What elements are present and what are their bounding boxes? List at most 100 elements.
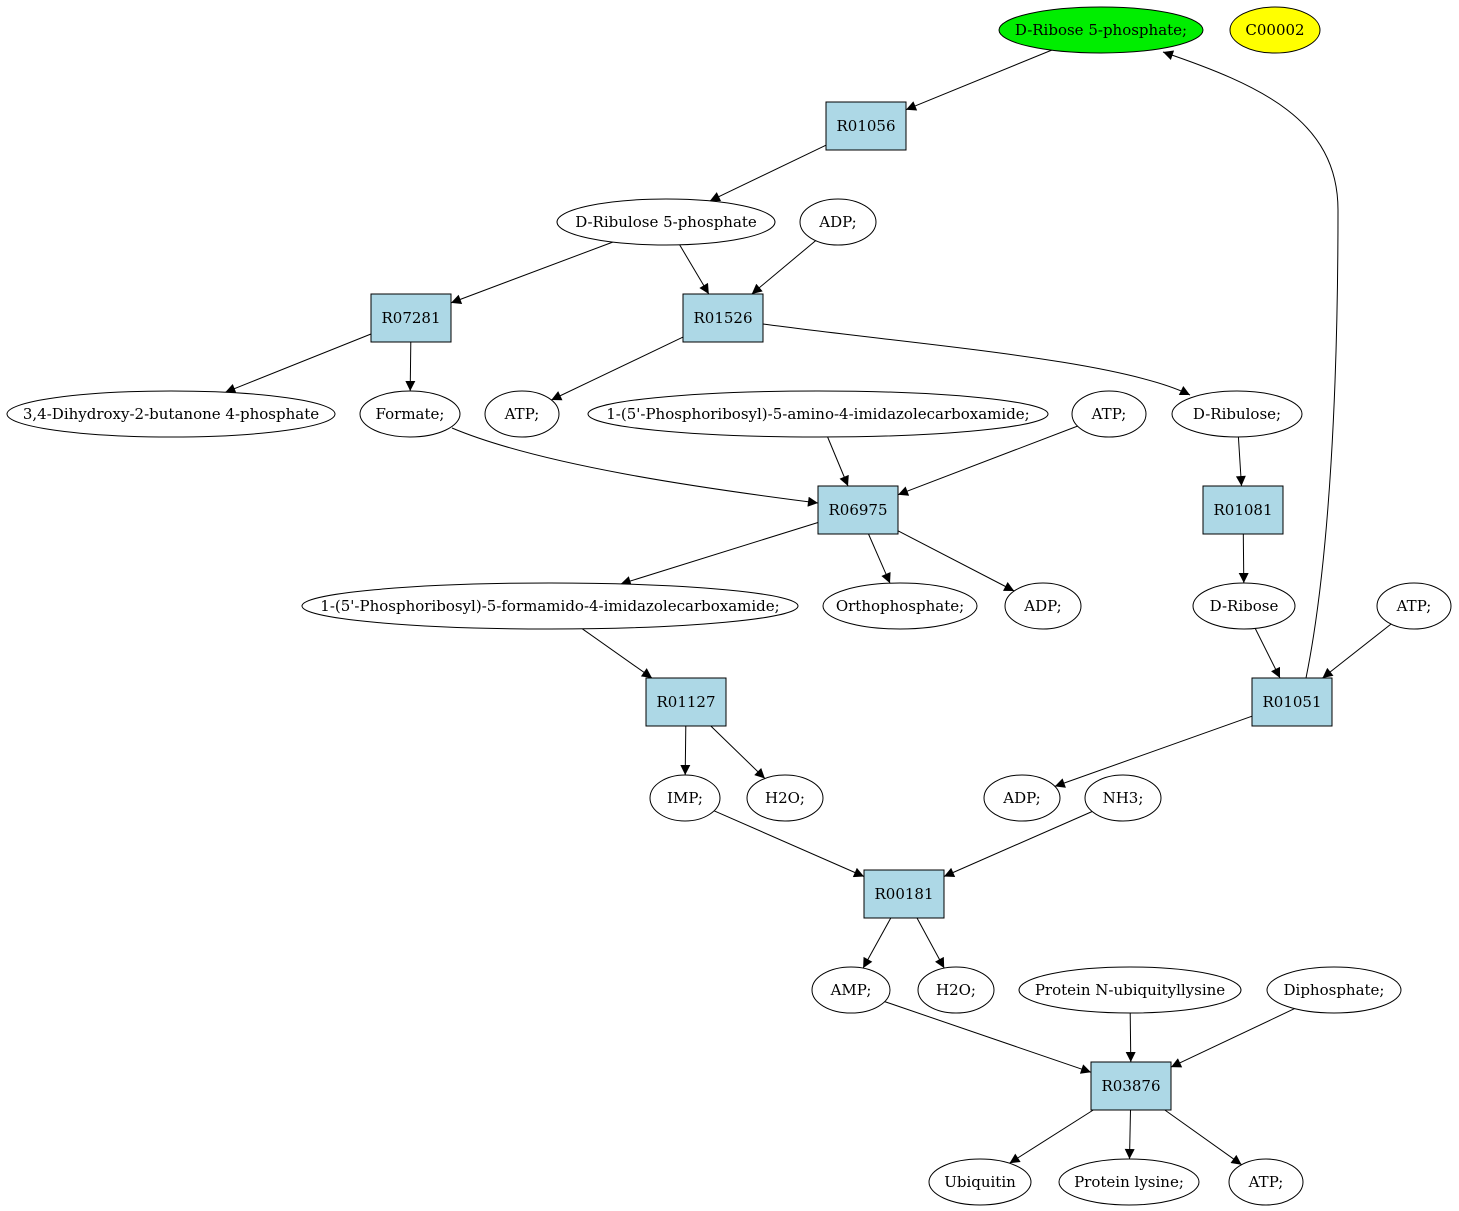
- compound-ellipse: [556, 198, 776, 246]
- compound-node-c-orthophosphate[interactable]: Orthophosphate;: [822, 582, 978, 630]
- reaction-box: [370, 293, 452, 343]
- edge-r-r00181-to-c-amp: [862, 917, 892, 969]
- node-label: R06975: [828, 501, 887, 519]
- compound-ellipse: [1018, 966, 1242, 1014]
- edge-r-r06975-to-c-faicar: [620, 522, 819, 586]
- compound-node-c-ubiquitin[interactable]: Ubiquitin: [928, 1158, 1032, 1206]
- edge-c-ribose-to-r-r01051: [1254, 628, 1281, 679]
- node-label: ATP;: [1396, 597, 1432, 615]
- compound-ellipse: [1058, 1158, 1200, 1206]
- compound-node-c-atp-2[interactable]: ATP;: [1071, 390, 1147, 438]
- reaction-node-r-r01081[interactable]: R01081: [1202, 485, 1284, 535]
- compound-node-c-adp-3[interactable]: ADP;: [983, 774, 1061, 822]
- reaction-node-r-r01526[interactable]: R01526: [682, 293, 764, 343]
- reaction-node-r-r01056[interactable]: R01056: [825, 101, 907, 151]
- edge-r-r01056-to-c-ribulose5p: [709, 144, 827, 202]
- compound-ellipse: [6, 390, 336, 438]
- reaction-node-r-r03876[interactable]: R03876: [1090, 1061, 1172, 1111]
- compound-node-c-aicar[interactable]: 1-(5'-Phosphoribosyl)-5-amino-4-imidazol…: [587, 390, 1049, 438]
- compound-node-c-ribose5p[interactable]: D-Ribose 5-phosphate;: [998, 6, 1204, 54]
- node-label: R01051: [1262, 693, 1321, 711]
- edge-r-r01526-to-c-atp-1: [551, 336, 684, 401]
- edge-r-r01526-to-c-ribulose: [762, 323, 1191, 396]
- node-label: H2O;: [936, 981, 976, 999]
- reaction-box: [1251, 677, 1333, 727]
- compound-node-c-ribulose5p[interactable]: D-Ribulose 5-phosphate: [556, 198, 776, 246]
- compound-node-c-h2o-1[interactable]: H2O;: [746, 774, 824, 822]
- node-label: ATP;: [504, 405, 540, 423]
- edge-c-adp-1-to-r-r01526: [751, 240, 817, 295]
- compound-node-c-adp-1[interactable]: ADP;: [799, 198, 877, 246]
- reaction-box: [682, 293, 764, 343]
- edge-r-r01127-to-c-h2o-1: [710, 725, 766, 779]
- edge-r-r03876-to-c-atp-4: [1164, 1109, 1242, 1166]
- edge-r-r06975-to-c-adp-2: [897, 530, 1015, 592]
- reaction-node-r-r01051[interactable]: R01051: [1251, 677, 1333, 727]
- compound-node-c-h2o-2[interactable]: H2O;: [917, 966, 995, 1014]
- compound-node-c-nh3[interactable]: NH3;: [1084, 774, 1162, 822]
- node-label: R07281: [381, 309, 440, 327]
- compound-ellipse: [1084, 774, 1162, 822]
- compound-node-c-c00002[interactable]: C00002: [1229, 6, 1321, 54]
- edge-r-r07281-to-c-formate: [405, 341, 416, 392]
- compound-ellipse: [1229, 6, 1321, 54]
- compound-node-c-ribose[interactable]: D-Ribose: [1192, 582, 1296, 630]
- compound-node-c-imp[interactable]: IMP;: [649, 774, 721, 822]
- edge-c-formate-to-r-r06975: [451, 427, 819, 507]
- node-label: D-Ribulose 5-phosphate: [575, 213, 757, 231]
- compound-node-c-ribulose[interactable]: D-Ribulose;: [1171, 390, 1303, 438]
- reaction-box: [1090, 1061, 1172, 1111]
- compound-node-c-diphosphate[interactable]: Diphosphate;: [1266, 966, 1402, 1014]
- compound-node-c-atp-4[interactable]: ATP;: [1228, 1158, 1304, 1206]
- edge-c-amp-to-r-r03876: [884, 1001, 1092, 1074]
- compound-node-c-faicar[interactable]: 1-(5'-Phosphoribosyl)-5-formamido-4-imid…: [301, 582, 799, 630]
- node-label: NH3;: [1103, 789, 1144, 807]
- node-label: ADP;: [818, 213, 856, 231]
- edge-r-r03876-to-c-protein-lysine: [1124, 1109, 1135, 1160]
- edge-r-r01127-to-c-imp: [680, 725, 691, 776]
- edge-r-r01081-to-c-ribose: [1238, 533, 1249, 584]
- edge-c-imp-to-r-r00181: [713, 810, 865, 878]
- node-label: Protein N-ubiquityllysine: [1035, 981, 1225, 999]
- compound-ellipse: [928, 1158, 1032, 1206]
- edge-c-aicar-to-r-r06975: [827, 436, 849, 487]
- compound-ellipse: [484, 390, 560, 438]
- reaction-node-r-r06975[interactable]: R06975: [817, 485, 899, 535]
- edge-c-diphosphate-to-r-r03876: [1170, 1008, 1295, 1068]
- node-label: R03876: [1101, 1077, 1160, 1095]
- edge-r-r00181-to-c-h2o-2: [916, 917, 945, 969]
- reaction-node-r-r07281[interactable]: R07281: [370, 293, 452, 343]
- edge-c-ribulose5p-to-r-r01526: [679, 244, 710, 295]
- compound-ellipse: [811, 966, 891, 1014]
- node-label: R01526: [693, 309, 752, 327]
- compound-node-c-dihydroxybutanone[interactable]: 3,4-Dihydroxy-2-butanone 4-phosphate: [6, 390, 336, 438]
- compound-ellipse: [359, 390, 461, 438]
- reaction-node-r-r00181[interactable]: R00181: [863, 869, 945, 919]
- compound-ellipse: [1004, 582, 1082, 630]
- edge-r-r03876-to-c-ubiquitin: [1009, 1109, 1094, 1164]
- compound-node-c-protein-ubiq[interactable]: Protein N-ubiquityllysine: [1018, 966, 1242, 1014]
- compound-ellipse: [746, 774, 824, 822]
- compound-node-c-formate[interactable]: Formate;: [359, 390, 461, 438]
- node-label: Formate;: [376, 405, 445, 423]
- node-label: H2O;: [765, 789, 805, 807]
- node-label: C00002: [1245, 21, 1304, 39]
- compound-node-c-protein-lysine[interactable]: Protein lysine;: [1058, 1158, 1200, 1206]
- edge-c-nh3-to-r-r00181: [943, 811, 1093, 878]
- reaction-node-r-r01127[interactable]: R01127: [645, 677, 727, 727]
- compound-node-c-atp-3[interactable]: ATP;: [1376, 582, 1452, 630]
- node-label: IMP;: [667, 789, 703, 807]
- edge-c-atp-3-to-r-r01051: [1322, 623, 1392, 679]
- compound-node-c-atp-1[interactable]: ATP;: [484, 390, 560, 438]
- compound-ellipse: [917, 966, 995, 1014]
- node-label: 1-(5'-Phosphoribosyl)-5-amino-4-imidazol…: [606, 405, 1030, 423]
- edge-r-r06975-to-c-orthophosphate: [868, 533, 891, 584]
- node-label: Protein lysine;: [1074, 1173, 1184, 1191]
- compound-node-c-adp-2[interactable]: ADP;: [1004, 582, 1082, 630]
- compound-node-c-amp[interactable]: AMP;: [811, 966, 891, 1014]
- compound-ellipse: [301, 582, 799, 630]
- compound-ellipse: [983, 774, 1061, 822]
- compound-ellipse: [1192, 582, 1296, 630]
- reaction-box: [645, 677, 727, 727]
